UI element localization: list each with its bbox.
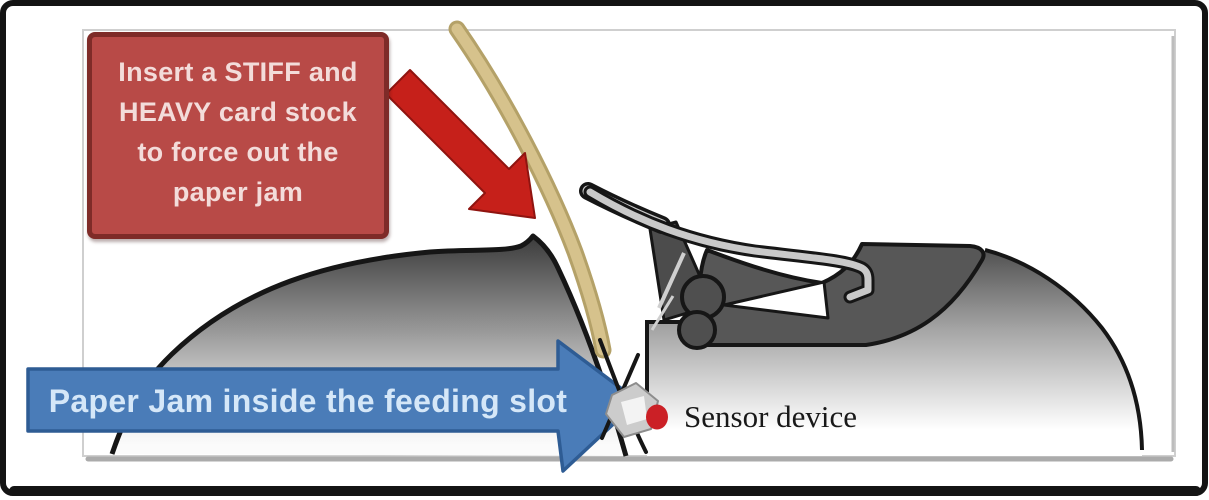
callout-line-2: HEAVY card stock <box>119 97 357 127</box>
white-wedge <box>722 280 830 320</box>
lever-fin-highlight-2 <box>650 295 675 331</box>
release-lever <box>586 188 872 301</box>
callout-line-3: to force out the <box>137 137 339 167</box>
pinch-roller-lower <box>677 310 717 350</box>
callout-line-4: paper jam <box>172 177 304 207</box>
paper-jam-arrow-label: Paper Jam inside the feeding slot <box>48 383 568 419</box>
printer-body <box>647 252 1142 456</box>
printer-body-outline <box>984 248 1144 451</box>
callout-line-1: Insert a STIFF and <box>118 57 358 87</box>
red-arrow <box>385 69 536 219</box>
printer-hump-outline <box>109 233 629 457</box>
paper-jam-arrow <box>26 339 640 473</box>
sensor-dot <box>646 404 668 430</box>
lever-fin-highlight <box>657 252 686 309</box>
paper-jam-crumple-highlight <box>621 396 647 425</box>
instruction-callout: Insert a STIFF and HEAVY card stock to f… <box>87 32 389 239</box>
sensor-device-label: Sensor device <box>684 399 858 434</box>
card-stock <box>451 23 609 356</box>
